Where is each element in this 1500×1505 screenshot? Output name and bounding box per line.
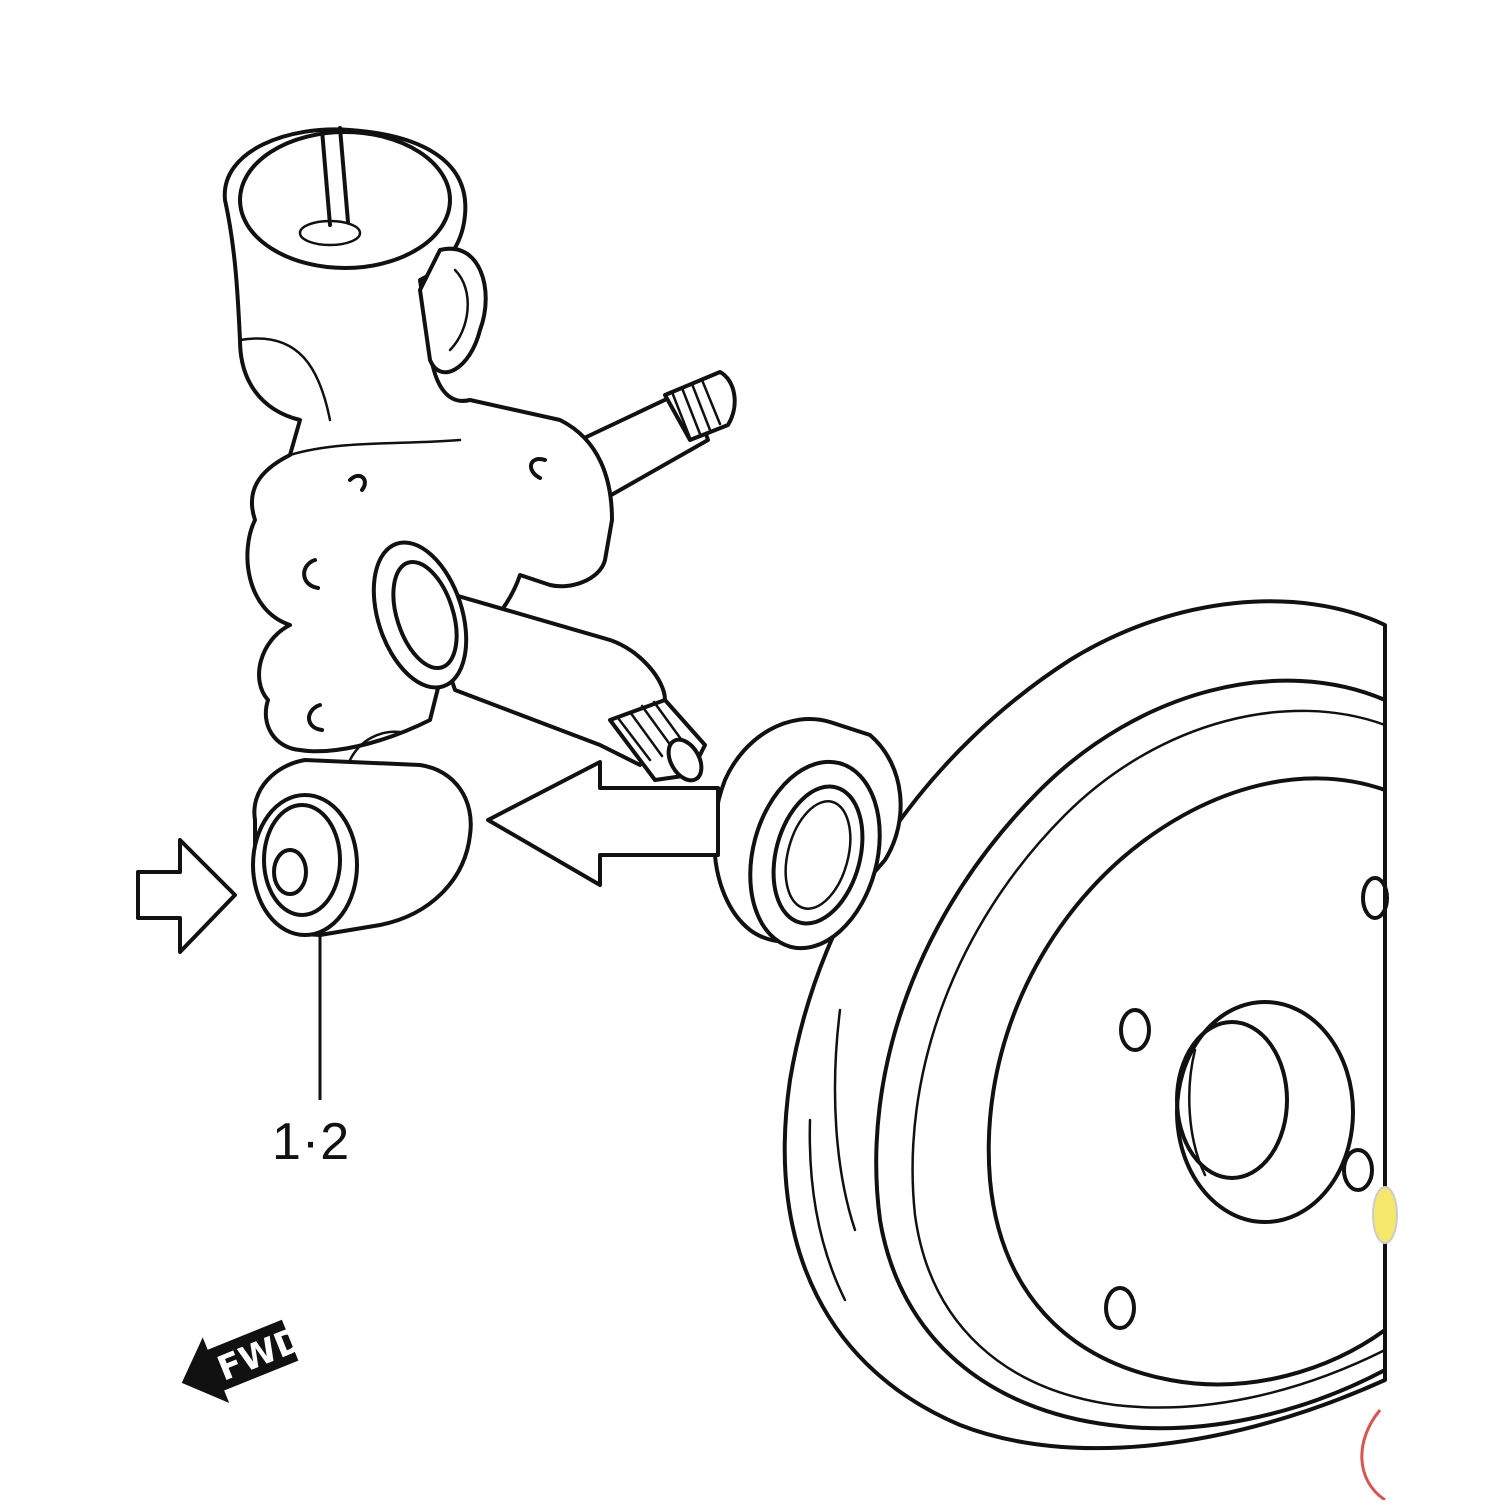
upper-stud <box>578 370 737 500</box>
bushing <box>251 730 473 937</box>
edge-mark-red <box>1360 1409 1386 1502</box>
edge-mark-yellow <box>1372 1186 1398 1244</box>
brake-drum <box>782 599 1398 1502</box>
center-pointer-arrow <box>486 760 720 887</box>
left-pointer-arrow <box>136 838 237 954</box>
steering-knuckle <box>222 126 614 754</box>
callout-label: 1·2 <box>272 1113 351 1171</box>
spindle <box>371 540 707 783</box>
wheel-bearing <box>712 717 903 951</box>
fwd-direction-badge: FWD <box>181 1319 309 1403</box>
